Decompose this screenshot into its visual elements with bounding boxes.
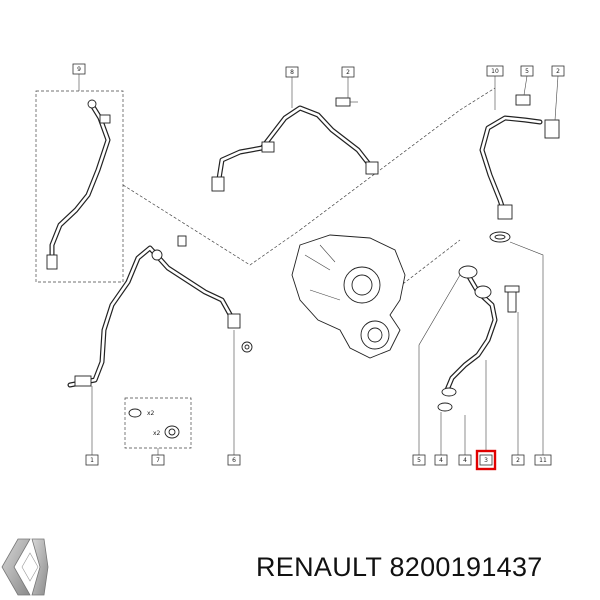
svg-text:4: 4 [439, 457, 443, 464]
svg-text:5: 5 [417, 457, 421, 464]
group-box-7 [124, 397, 192, 449]
dash-leader-right [394, 239, 461, 291]
svg-text:11: 11 [539, 457, 547, 464]
callout-2: 2 [551, 65, 565, 77]
callout-2: 2 [341, 66, 355, 78]
svg-text:8: 8 [290, 69, 294, 76]
svg-text:2: 2 [556, 68, 560, 75]
part-caption: RENAULT 8200191437 [256, 552, 543, 583]
callout-8: 8 [285, 66, 299, 78]
multiplier-label: x2 [147, 410, 155, 417]
callout-3-highlighted: 3 [475, 449, 497, 471]
callout-5: 5 [412, 454, 426, 466]
fitting-6 [241, 341, 253, 353]
part-number: 8200191437 [389, 552, 543, 582]
callout-11: 11 [534, 454, 552, 466]
bolt-pipe-1 [177, 235, 187, 247]
callout-7: 7 [151, 454, 165, 466]
turbocharger [291, 234, 406, 359]
svg-text:3: 3 [484, 457, 488, 464]
callout-9: 9 [72, 63, 86, 75]
dash-leader-10 [299, 87, 496, 231]
callout-6: 6 [227, 454, 241, 466]
bolt-2-right [504, 285, 520, 313]
svg-text:7: 7 [156, 457, 160, 464]
leader-5-top [523, 75, 528, 96]
svg-text:2: 2 [346, 69, 350, 76]
callout-10: 10 [486, 65, 504, 77]
svg-text:1: 1 [90, 457, 94, 464]
leader-5-bottom [418, 274, 461, 455]
pipe-9 [46, 99, 111, 270]
callout-4: 4 [458, 454, 472, 466]
svg-text:5: 5 [525, 68, 529, 75]
leader-11 [509, 241, 544, 455]
callout-4: 4 [434, 454, 448, 466]
multiplier-label: x2 [153, 430, 161, 437]
dash-leader-9 [122, 184, 301, 266]
pipe-1 [67, 245, 241, 388]
pipe-8 [211, 105, 379, 192]
renault-diamond-logo-icon [1, 538, 49, 596]
washer-11 [489, 231, 511, 243]
bolt-2-top [335, 97, 358, 107]
callout-5: 5 [520, 65, 534, 77]
svg-text:2: 2 [516, 457, 520, 464]
brand-name: RENAULT [256, 552, 382, 582]
callout-1: 1 [85, 454, 99, 466]
pipe-3 [441, 265, 498, 397]
svg-text:9: 9 [77, 66, 81, 73]
washer-4 [437, 402, 453, 412]
callout-2: 2 [511, 454, 525, 466]
svg-text:6: 6 [232, 457, 236, 464]
leader-2-top-right [554, 75, 559, 121]
group-box-9 [35, 90, 124, 283]
pipe-10 [479, 94, 560, 220]
svg-text:10: 10 [491, 68, 499, 75]
svg-text:4: 4 [463, 457, 467, 464]
washers-7: x2 x2 [128, 408, 180, 439]
